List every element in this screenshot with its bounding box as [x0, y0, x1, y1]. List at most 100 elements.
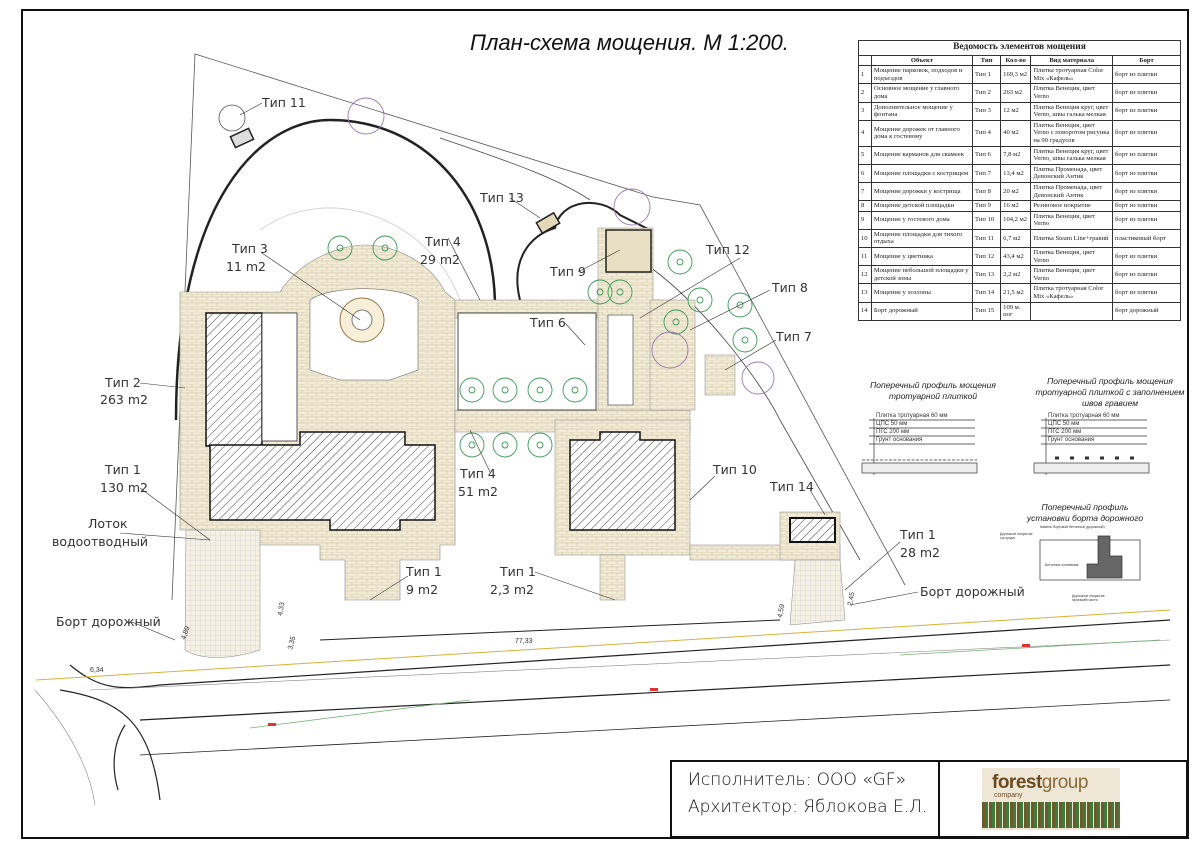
- table-cell: 2: [858, 83, 872, 103]
- boundary-path: [174, 118, 497, 421]
- label-type-1b: Тип 1: [899, 527, 936, 542]
- svg-text:3,35: 3,35: [287, 635, 297, 650]
- table-cell: Тип 1: [972, 65, 1002, 85]
- tree-icon: [687, 287, 713, 313]
- table-cell: Мощение у гостевого дома: [870, 210, 974, 230]
- tree-icon: [676, 258, 684, 266]
- rest-area-type-11: [218, 104, 246, 132]
- table-cell: борт из плитки: [1112, 119, 1181, 147]
- table-cell: 1: [858, 65, 872, 85]
- tree-icon: [667, 249, 693, 275]
- tree-icon: [492, 432, 518, 458]
- page-title: План-схема мощения. М 1:200.: [470, 30, 789, 55]
- road: [34, 619, 1171, 806]
- table-cell: 9: [858, 210, 872, 230]
- table-cell: борт из плитки: [1112, 83, 1181, 103]
- table-cell: Плитка Променада, цвет Девонский Антик: [1030, 163, 1114, 183]
- table-cell: Дополнительное мощение у фонтана: [870, 101, 974, 121]
- table-cell: борт дорожный: [1112, 301, 1181, 321]
- sheet-frame: [21, 9, 1189, 839]
- tree-icon: [468, 441, 476, 449]
- tree-icon: [663, 309, 689, 335]
- tree-icon: [607, 279, 633, 305]
- tree-icon: [527, 432, 553, 458]
- label-type-1c-area: 9 m2: [406, 582, 438, 597]
- table-cell: Мощение у хозлоны: [870, 283, 974, 303]
- tree-icon: [571, 386, 579, 394]
- label-type-3: Тип 3: [231, 241, 268, 256]
- table-cell: Тип 15: [972, 301, 1002, 321]
- table-cell: 16 м2: [1000, 200, 1032, 212]
- tree-icon: [468, 386, 476, 394]
- table-cell: 5: [858, 145, 872, 165]
- table-cell: Плитка Венеция круг, цвет Verno, швы гал…: [1030, 101, 1114, 121]
- table-cell: Плитка тротуарная Color Mix «Кафель»: [1030, 65, 1114, 85]
- table-cell: 12 м2: [1000, 101, 1032, 121]
- executor-text: Исполнитель: ООО «GF»: [688, 770, 906, 790]
- table-cell: пластиковый борт: [1112, 228, 1181, 249]
- table-cell: Тип 3: [972, 101, 1002, 121]
- tree-icon: [459, 432, 485, 458]
- title-block: Исполнитель: ООО «GF» Архитектор: Яблоко…: [670, 760, 1188, 838]
- layer-label: Плитка тротуарная 60 мм: [1048, 413, 1120, 419]
- paving-type-1-parking: [184, 529, 261, 658]
- table-cell: 6,7 м2: [1000, 228, 1032, 249]
- layer-label: Грунт основания: [1048, 437, 1095, 443]
- table-cell: Мощение площадки с кострищем: [870, 163, 974, 183]
- table-cell: 12: [858, 265, 872, 285]
- table-cell: 20 м2: [1000, 181, 1032, 202]
- layer-label: ЦПС 50 мм: [876, 421, 908, 427]
- table-cell: 8: [858, 200, 872, 212]
- table-cell: 7: [858, 181, 872, 202]
- label-type-1a-area: 130 m2: [100, 480, 148, 495]
- table-caption: Ведомость элементов мощения: [858, 40, 1181, 55]
- tree-icon: [536, 386, 544, 394]
- table-cell: Тип 14: [972, 283, 1002, 303]
- layer-label: Грунт основания: [876, 437, 923, 443]
- table-cell: 169,3 м2: [1000, 65, 1032, 85]
- table-cell: [1030, 301, 1114, 321]
- tree-icon: [672, 318, 680, 326]
- table-header: Борт: [1112, 54, 1181, 67]
- svg-text:2,45: 2,45: [847, 592, 856, 607]
- table-cell: 7,8 м2: [1000, 145, 1032, 165]
- table-cell: борт из плитки: [1112, 181, 1181, 202]
- tree-icon: [562, 377, 588, 403]
- label-type-4b-area: 51 m2: [458, 484, 498, 499]
- table-header: Вид материала: [1030, 54, 1114, 67]
- large-trees: [347, 97, 775, 395]
- curb-note: Дорожное покрытие тротуара: [1000, 532, 1033, 540]
- table-cell: борт из плитки: [1112, 265, 1181, 285]
- label-type-2: Тип 2: [104, 375, 141, 390]
- table-cell: 11: [858, 247, 872, 267]
- label-type-8: Тип 8: [771, 280, 808, 295]
- table-cell: 263 м2: [1000, 83, 1032, 103]
- table-cell: Тип 10: [972, 210, 1002, 230]
- paving-type-7: [704, 354, 736, 396]
- table-cell: Тип 13: [972, 265, 1002, 285]
- profile-drawings: [861, 418, 1150, 581]
- table-cell: Тип 8: [972, 181, 1002, 202]
- table-cell: Мощение у цветника: [870, 247, 974, 267]
- label-type-3-area: 11 m2: [226, 259, 266, 274]
- guest-house: [569, 431, 676, 531]
- leader-lines: [119, 102, 919, 641]
- tree-icon: [741, 336, 749, 344]
- main-house: [209, 431, 436, 531]
- table-cell: Тип 7: [972, 163, 1002, 183]
- table-cell: Плитка Венеция, цвет Verno: [1030, 83, 1114, 103]
- label-type-10: Тип 10: [712, 462, 757, 477]
- table-cell: Тип 4: [972, 119, 1002, 147]
- table-header: [858, 54, 872, 67]
- label-drain-tray-2: водоотводный: [52, 534, 148, 549]
- table-cell: Мощение карманов для скамеек: [870, 145, 974, 165]
